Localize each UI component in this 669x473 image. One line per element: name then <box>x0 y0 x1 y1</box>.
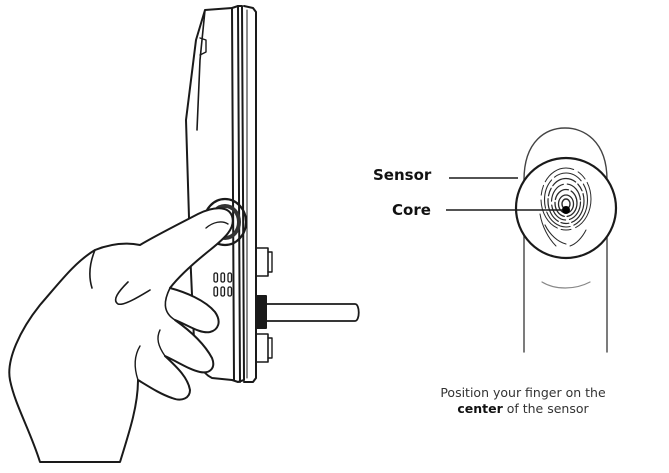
finger-outline <box>523 127 608 353</box>
fingerprint-core-dot <box>562 206 570 214</box>
door-lock-side-view-illustration <box>185 5 360 383</box>
caption-line-1: Position your finger on the <box>440 385 606 400</box>
caption-line-2-rest: of the sensor <box>502 401 589 416</box>
core-callout-label: Core <box>392 201 431 219</box>
caption-emphasis: center <box>457 401 503 416</box>
caption-line-2: center of the sensor <box>378 401 668 417</box>
hand-pressing-sensor-illustration <box>8 207 234 463</box>
sensor-callout-label: Sensor <box>373 166 432 184</box>
instruction-caption: Position your finger on the center of th… <box>378 385 668 417</box>
